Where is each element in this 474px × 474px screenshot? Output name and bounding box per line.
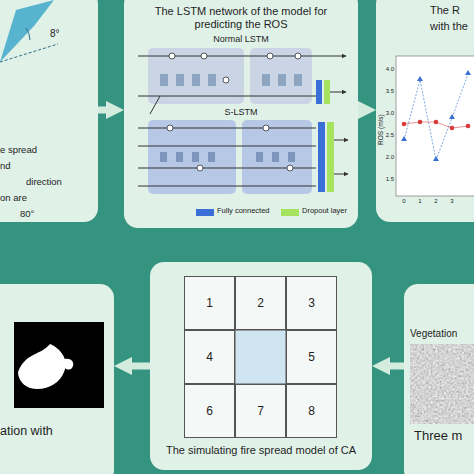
panel-text: with the	[430, 20, 474, 33]
axis-title: ROS (m/s)	[377, 100, 384, 160]
tick-label: 0	[400, 198, 408, 205]
flow-arrow	[358, 107, 367, 114]
panel-text: 80°	[20, 208, 90, 219]
process-panel: e spread nd direction on are 80°	[0, 0, 98, 222]
panel-text: e spread	[0, 144, 70, 155]
legend-text: Fully connected	[217, 207, 270, 215]
panel-text: The LSTM network of the model for predic…	[136, 5, 346, 31]
flow-arrow	[123, 363, 150, 370]
tick-label: 1.5	[378, 176, 394, 183]
panel-text: ation with	[0, 424, 110, 439]
process-panel: The simulating fire spread model of CA 12…	[150, 262, 372, 470]
angle-label: 8°	[50, 28, 80, 39]
panel-text: direction	[26, 176, 96, 187]
cell-number: 7	[236, 385, 285, 437]
process-panel: VegetationThree m	[404, 284, 474, 474]
panel-text: on are	[0, 192, 70, 203]
tick-label: 2	[432, 198, 440, 205]
panel-text: The R	[430, 4, 474, 17]
grid-cell: 1	[184, 276, 235, 330]
cell-number: 8	[287, 385, 336, 437]
cell-number: 6	[185, 385, 234, 437]
grid-cell: 8	[286, 384, 337, 438]
process-panel: The LSTM network of the model for predic…	[124, 0, 358, 228]
panel-text: Vegetation	[410, 328, 474, 340]
panel-caption: The simulating fire spread model of CA	[150, 444, 372, 457]
tick-label: 2.5	[378, 132, 394, 139]
grid-cell: 4	[184, 330, 235, 384]
cell-number: 4	[185, 331, 234, 383]
grid-cell: 6	[184, 384, 235, 438]
flow-arrow	[98, 107, 115, 114]
flow-arrow	[381, 363, 404, 370]
panel-text: Normal LSTM	[136, 34, 346, 45]
legend-swatch	[196, 209, 214, 216]
grid-cell: 7	[235, 384, 286, 438]
cell-number: 5	[287, 331, 336, 383]
legend-swatch	[281, 209, 299, 216]
grid-cell: 2	[235, 276, 286, 330]
tick-label: 3.5	[378, 88, 394, 95]
process-panel: ation with	[0, 284, 114, 474]
panel-text: Three m	[414, 428, 474, 444]
tick-label: 3	[448, 198, 456, 205]
tick-label: 4.0	[378, 66, 394, 73]
cell-number: 3	[287, 277, 336, 329]
panel-text: nd	[0, 160, 70, 171]
legend-text: Dropout layer	[302, 207, 347, 215]
cell-number: 2	[236, 277, 285, 329]
tick-label: 1	[416, 198, 424, 205]
panel-text: S-LSTM	[136, 107, 346, 118]
tick-label: 3.0	[378, 110, 394, 117]
grid-cell: 5	[286, 330, 337, 384]
tick-label: 2.0	[378, 154, 394, 161]
grid-cell: 3	[286, 276, 337, 330]
cell-number: 1	[185, 277, 234, 329]
